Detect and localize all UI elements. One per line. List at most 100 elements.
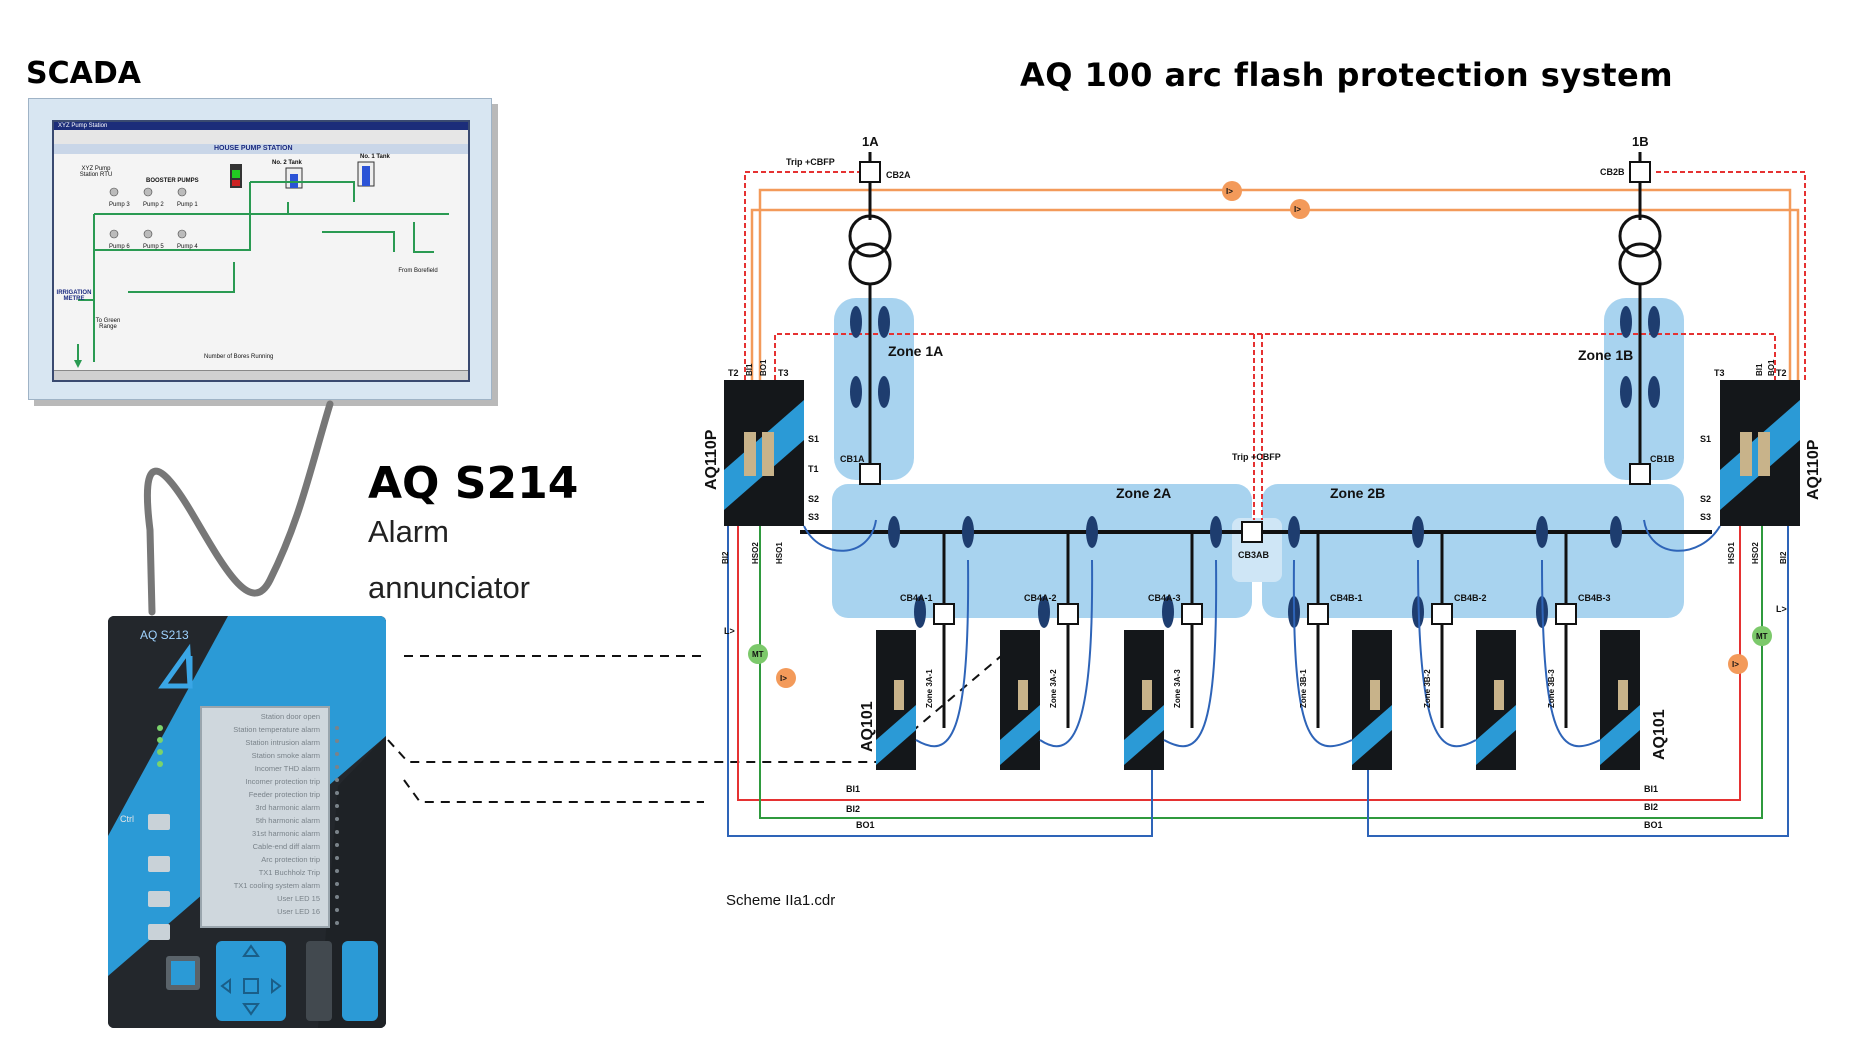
scada-tank2-label: No. 2 Tank xyxy=(272,160,302,166)
bi1-vertical-right-label: BI1 xyxy=(1755,363,1764,376)
t3-right-label: T3 xyxy=(1714,368,1725,378)
bi1-left-label: BI1 xyxy=(846,784,860,794)
zone-3b3-label: Zone 3B-3 xyxy=(1547,669,1556,708)
cb1a-label: CB1A xyxy=(840,454,865,464)
alarm-item: TX1 cooling system alarm xyxy=(233,881,320,890)
zone-2a-area xyxy=(832,484,1252,618)
cb4a3-label: CB4A-3 xyxy=(1148,593,1181,603)
alarm-item: Station temperature alarm xyxy=(233,725,320,734)
mt-right-label: MT xyxy=(1756,632,1768,641)
scada-borefield-label: From Borefield xyxy=(398,268,438,274)
breaker-cb3ab xyxy=(1241,521,1263,543)
bi1-right-label: BI1 xyxy=(1644,784,1658,794)
zone-1b-label: Zone 1B xyxy=(1578,347,1633,363)
bo1-vertical-right-label: BO1 xyxy=(1767,359,1776,376)
scheme-filename: Scheme IIa1.cdr xyxy=(726,892,836,909)
trip-cbfp-label: Trip +CBFP xyxy=(786,157,835,167)
zone-2a-label: Zone 2A xyxy=(1116,485,1171,501)
s3-left-label: S3 xyxy=(808,512,819,522)
annunciator-caption-line1: Alarm xyxy=(368,514,449,549)
t2-right-label: T2 xyxy=(1776,368,1787,378)
hso2-left-label: HSO2 xyxy=(751,542,760,564)
zone-3a1-label: Zone 3A-1 xyxy=(925,669,934,708)
alarm-item: Station intrusion alarm xyxy=(245,738,320,747)
cb4b2-label: CB4B-2 xyxy=(1454,593,1487,603)
i-top2-label: I> xyxy=(1294,205,1301,214)
t2-left-label: T2 xyxy=(728,368,739,378)
cb1b-label: CB1B xyxy=(1650,454,1675,464)
breaker-cb1a xyxy=(859,463,881,485)
cb3ab-label: CB3AB xyxy=(1238,550,1270,560)
l-right-label: L> xyxy=(1776,604,1787,614)
bo1-vertical-left-label: BO1 xyxy=(759,359,768,376)
hso1-left-label: HSO1 xyxy=(775,542,784,564)
cb4a1-label: CB4A-1 xyxy=(900,593,933,603)
scada-bores-label: Number of Bores Running xyxy=(204,354,274,360)
breaker-cb2b xyxy=(1629,161,1651,183)
scada-screenshot: XYZ Pump Station HOUSE PUMP STATION XYZ … xyxy=(52,120,470,382)
scada-piping xyxy=(74,161,449,368)
cb4b3-label: CB4B-3 xyxy=(1578,593,1611,603)
scada-tank1-label: No. 1 Tank xyxy=(360,154,390,160)
aq110p-left xyxy=(724,380,804,526)
breaker-cb1b xyxy=(1629,463,1651,485)
scada-to-green-label: To Green Range xyxy=(95,318,121,330)
l-left-label: L> xyxy=(724,626,735,636)
zone-1b-area xyxy=(1604,298,1684,480)
s2-left-label: S2 xyxy=(808,494,819,504)
transformer-1b-label: 1B xyxy=(1632,134,1649,149)
trip-cbfp-coupler-label: Trip +CBFP xyxy=(1232,452,1281,462)
scada-pump-3: Pump 3 xyxy=(109,202,130,208)
i-left-label: I> xyxy=(780,674,787,683)
t1-left-label: T1 xyxy=(808,464,819,474)
aq110p-right-label: AQ110P xyxy=(1805,439,1822,500)
t3-left-label: T3 xyxy=(778,368,789,378)
alarm-item: Incomer THD alarm xyxy=(254,764,320,773)
ctrl-label: Ctrl xyxy=(120,814,134,824)
hso1-right-label: HSO1 xyxy=(1727,542,1736,564)
scada-station-label: XYZ Pump Station RTU xyxy=(79,166,113,178)
scada-pump-1: Pump 1 xyxy=(177,202,198,208)
alarm-item: Incomer protection trip xyxy=(245,777,320,786)
alarm-item: User LED 15 xyxy=(277,894,320,903)
bi2-vertical-right-label: BI2 xyxy=(1779,551,1788,564)
s1-right-label: S1 xyxy=(1700,434,1711,444)
alarm-item: Station door open xyxy=(260,712,320,721)
scada-menu-bar xyxy=(54,370,468,380)
zone-3b2-label: Zone 3B-2 xyxy=(1423,669,1432,708)
alarm-item: Station smoke alarm xyxy=(251,751,320,760)
alarm-item: User LED 16 xyxy=(277,907,320,916)
aq110p-left-label: AQ110P xyxy=(703,429,720,490)
zone-1a-label: Zone 1A xyxy=(888,343,943,359)
transformer-1a-label: 1A xyxy=(862,134,879,149)
bo1-right-label: BO1 xyxy=(1644,820,1663,830)
cb2b-label: CB2B xyxy=(1600,167,1625,177)
system-heading: AQ 100 arc flash protection system xyxy=(1020,56,1674,94)
scada-heading: SCADA xyxy=(26,56,141,91)
aq101-right-label: AQ101 xyxy=(1651,709,1668,760)
breaker-cb2a xyxy=(859,161,881,183)
mt-left-label: MT xyxy=(752,650,764,659)
scada-pump-4: Pump 4 xyxy=(177,244,198,250)
alarm-item: Cable-end diff alarm xyxy=(252,842,320,851)
cb2a-label: CB2A xyxy=(886,170,911,180)
i-right-label: I> xyxy=(1732,660,1739,669)
zone-2b-area xyxy=(1262,484,1684,618)
device-model-label: AQ S213 xyxy=(140,628,189,642)
aq110p-right xyxy=(1720,380,1800,526)
scada-irrigation-label: IRRIGATION METRE xyxy=(56,290,92,302)
scada-page-title: HOUSE PUMP STATION xyxy=(54,144,468,154)
alarm-label-panel: Station door open Station temperature al… xyxy=(200,706,330,928)
zone-3a3-label: Zone 3A-3 xyxy=(1173,669,1182,708)
zone-3b1-label: Zone 3B-1 xyxy=(1299,669,1308,708)
aq101-left-label: AQ101 xyxy=(859,701,876,752)
bo1-left-label: BO1 xyxy=(856,820,875,830)
alarm-item: 5th harmonic alarm xyxy=(255,816,320,825)
zone-1a-area xyxy=(834,298,914,480)
bi2-left-label: BI2 xyxy=(846,804,860,814)
alarm-item: 3rd harmonic alarm xyxy=(255,803,320,812)
zone-2b-label: Zone 2B xyxy=(1330,485,1385,501)
